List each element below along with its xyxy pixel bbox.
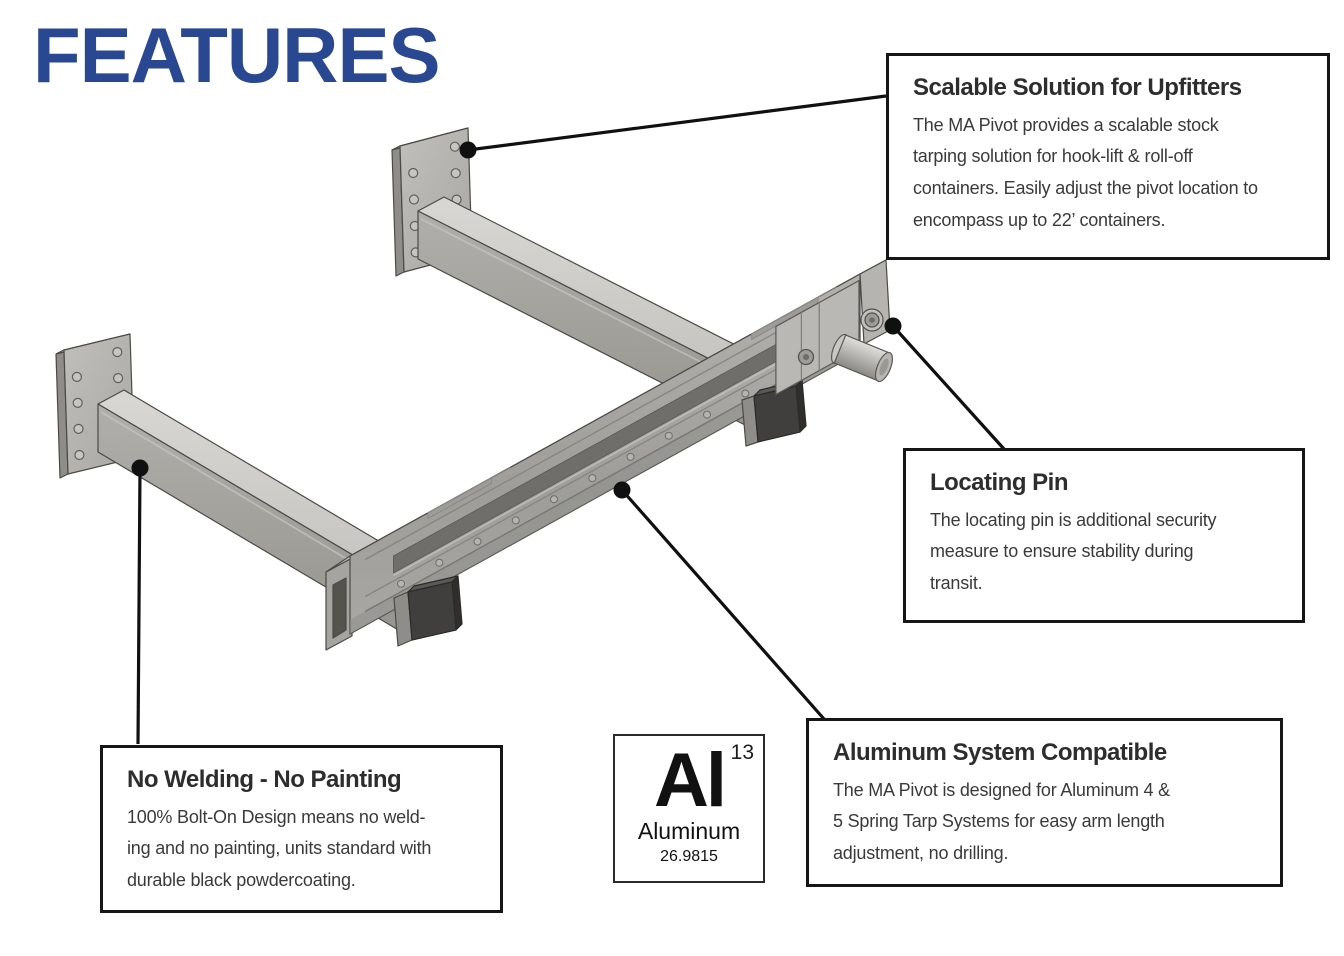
aluminum-element-card: 13 Al Aluminum 26.9815 xyxy=(613,734,765,883)
leader-line-aluminum xyxy=(620,488,826,721)
top-clamp-pads xyxy=(427,287,837,519)
leader-dot-scalable xyxy=(459,141,477,159)
channel-hollow xyxy=(332,577,347,639)
leader-dot-aluminum xyxy=(613,481,631,499)
callout-locating-pin: Locating Pin The locating pin is additio… xyxy=(903,448,1305,623)
bracket-bolt xyxy=(797,348,815,366)
end-stop-block-left xyxy=(393,575,463,647)
element-symbol: Al xyxy=(654,738,727,823)
atomic-mass: 26.9815 xyxy=(660,848,718,866)
end-face-bolt xyxy=(860,308,884,332)
callout-body: The MA Pivot is designed for Aluminum 4 … xyxy=(833,779,1170,864)
callout-title: No Welding - No Painting xyxy=(127,766,402,793)
left-arm xyxy=(97,389,427,632)
callout-title: Scalable Solution for Upfitters xyxy=(913,74,1242,101)
element-name: Aluminum xyxy=(637,818,741,845)
end-stop-block-right xyxy=(741,379,807,447)
callout-body: The locating pin is additional security … xyxy=(930,509,1217,594)
callout-body: 100% Bolt-On Design means no weld- ing a… xyxy=(127,806,432,891)
callout-title: Aluminum System Compatible xyxy=(833,739,1167,766)
adjustment-holes xyxy=(397,389,750,588)
callout-body: The MA Pivot provides a scalable stock t… xyxy=(913,114,1258,230)
callout-scalable-solution: Scalable Solution for Upfitters The MA P… xyxy=(886,53,1330,260)
callout-aluminum-compatible: Aluminum System Compatible The MA Pivot … xyxy=(806,718,1283,887)
leader-line-scalable xyxy=(467,94,887,152)
leader-dot-no-welding xyxy=(131,459,149,477)
leader-line-no-welding xyxy=(136,467,142,745)
callout-title: Locating Pin xyxy=(930,469,1069,496)
page-title: FEATURES xyxy=(33,11,441,99)
rail-end-face xyxy=(859,259,891,345)
callout-no-welding: No Welding - No Painting 100% Bolt-On De… xyxy=(100,745,503,913)
leader-dot-locating-pin xyxy=(884,317,902,335)
leader-lines xyxy=(131,94,1006,745)
locating-pin xyxy=(830,333,894,383)
atomic-number: 13 xyxy=(730,741,754,764)
leader-line-locating-pin xyxy=(891,324,1006,451)
